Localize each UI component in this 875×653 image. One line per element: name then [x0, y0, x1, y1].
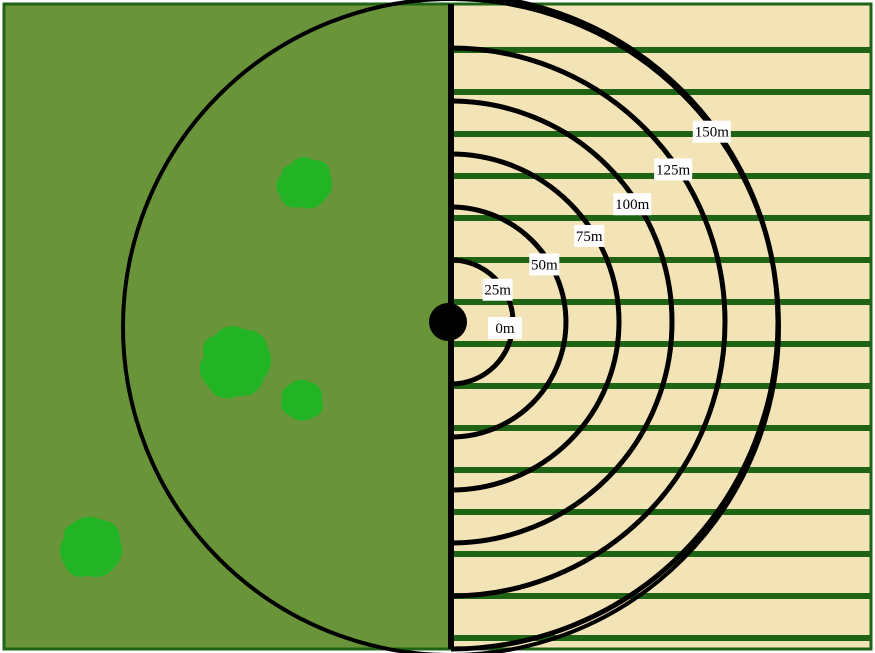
shrub-icon	[60, 517, 122, 577]
source-label: 0m	[488, 317, 522, 339]
ring-label-text: 50m	[531, 257, 558, 273]
ring-label: 125m	[654, 158, 692, 180]
ring-label: 100m	[613, 193, 651, 215]
ring-label-text: 75m	[576, 229, 603, 245]
ring-label-text: 125m	[656, 162, 691, 178]
ring-label: 150m	[693, 121, 731, 143]
ring-label-text: 25m	[484, 283, 511, 299]
ring-label: 50m	[529, 253, 559, 275]
ring-label: 25m	[483, 279, 513, 301]
source-point-icon	[429, 303, 467, 341]
source-label-text: 0m	[495, 321, 515, 337]
ring-label: 75m	[574, 225, 604, 247]
ring-label-text: 100m	[615, 197, 650, 213]
ring-label-text: 150m	[695, 125, 730, 141]
